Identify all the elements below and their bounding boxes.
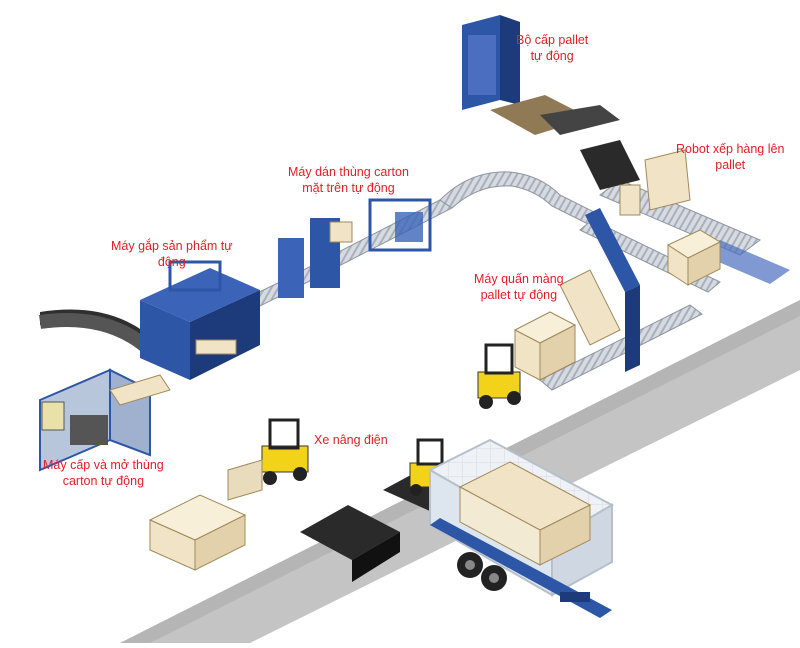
label-carton-sealer-line1: Máy dán thùng carton [288, 165, 409, 179]
label-carton-sealer-line2: mặt trên tự động [302, 181, 395, 195]
forklift-upper [477, 343, 521, 409]
label-pallet-feeder-line2: tự động [530, 49, 574, 63]
forklift-electric [227, 418, 309, 501]
pallet-stack-near-forklift [513, 311, 577, 381]
label-carton-erector-line2: carton tự động [62, 474, 145, 488]
label-stretch-wrapper-line1: Máy quấn màng [474, 272, 564, 286]
label-pick-place: Máy gắp sản phẩm tự động [111, 238, 233, 270]
pallet-stack-floor [148, 494, 247, 571]
label-forklift: Xe nâng điện [314, 432, 388, 448]
conveyor-top-curve [439, 171, 601, 227]
carton-erector-machine [39, 368, 171, 472]
label-robot-palletizer-line1: Robot xếp hàng lên [676, 142, 785, 156]
label-carton-sealer: Máy dán thùng carton mặt trên tự động [288, 164, 409, 196]
label-carton-erector-line1: Máy cấp và mở thùng [43, 458, 164, 472]
stretch-wrapper-machine [559, 208, 640, 372]
loading-dock-ramp-left [300, 505, 400, 582]
label-robot-palletizer-line2: pallet [715, 158, 746, 172]
truck [427, 438, 615, 618]
pick-place-machine [140, 260, 260, 380]
label-pallet-feeder: Bộ cấp pallet tự động [516, 32, 588, 64]
robot-palletizer [580, 140, 691, 216]
pallet-stack-right [666, 229, 722, 286]
label-pick-place-line2: động [157, 255, 186, 269]
label-forklift-line1: Xe nâng điện [314, 433, 388, 447]
pallet-feeder-machine [462, 15, 620, 135]
label-carton-erector: Máy cấp và mở thùng carton tự động [43, 457, 164, 489]
carton-sealer-machine [278, 198, 432, 298]
label-stretch-wrapper: Máy quấn màng pallet tự động [474, 271, 564, 303]
label-robot-palletizer: Robot xếp hàng lên pallet [676, 141, 784, 173]
label-stretch-wrapper-line2: pallet tự động [480, 288, 558, 302]
label-pallet-feeder-line1: Bộ cấp pallet [516, 33, 589, 47]
label-pick-place-line1: Máy gắp sản phẩm tự [111, 239, 233, 253]
